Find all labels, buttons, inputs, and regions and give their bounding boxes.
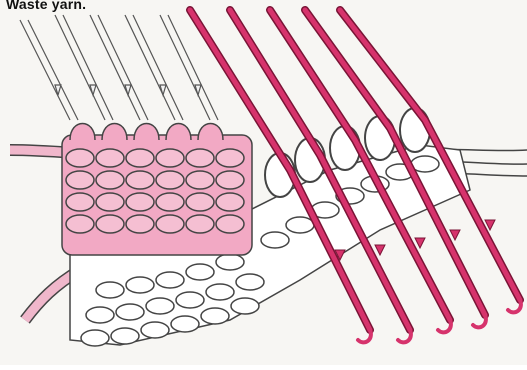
grey-needles [20, 15, 218, 120]
figure-caption: Waste yarn. [6, 0, 86, 12]
knitted-fabric-pink [62, 124, 252, 256]
